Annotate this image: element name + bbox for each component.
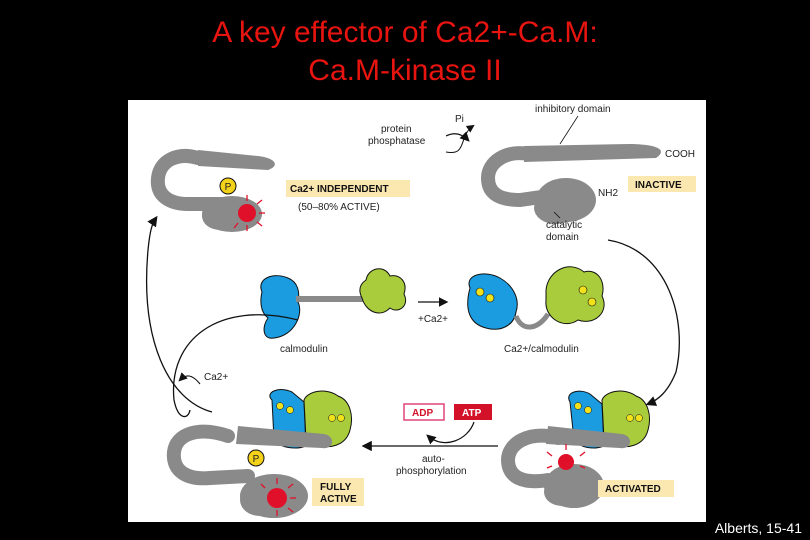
adp-box [403, 403, 445, 421]
activated-label: ACTIVATED [605, 484, 661, 495]
active-site-burst-icon [233, 195, 265, 231]
ca-calmodulin-label: Ca2+/calmodulin [504, 344, 579, 355]
phosphate-icon [247, 449, 265, 467]
phosphorylation-label: phosphorylation [396, 466, 467, 477]
active-site-burst-icon [260, 478, 296, 516]
atp-label: ATP [462, 408, 482, 419]
ca-release-label: Ca2+ [204, 372, 228, 383]
phosphate-label-2: P [253, 454, 260, 465]
calmodulin-label: calmodulin [280, 344, 328, 355]
calcium-ion-icon [587, 297, 597, 307]
kinase-fully-active: P [166, 389, 352, 518]
kinase-activated [500, 390, 650, 508]
calcium-ion-icon [475, 287, 485, 297]
active-label: ACTIVE [320, 494, 357, 505]
calmodulin-free [260, 268, 406, 339]
activated-box [598, 480, 674, 497]
plus-ca-label: +Ca2+ [418, 314, 448, 325]
auto-label: auto- [422, 454, 445, 465]
kinase-inactive [480, 144, 661, 224]
calcium-ion-icon [485, 293, 495, 303]
ca2-independent-label: Ca2+ INDEPENDENT [290, 184, 389, 195]
source-credit: Alberts, 15-41 [714, 520, 802, 536]
fully-label: FULLY [320, 482, 352, 493]
calmodulin-ca-bound [467, 266, 605, 330]
catalytic-label: catalytic [546, 220, 582, 231]
phosphate-label: P [225, 182, 232, 193]
kinase-independent: P [150, 149, 275, 232]
atp-to-adp-arrow [426, 421, 475, 445]
camkii-diagram: P Ca2+ INDEPENDENT (50–80% ACTIVE) prote… [128, 100, 706, 522]
percent-active-label: (50–80% ACTIVE) [298, 202, 380, 213]
inactive-box [628, 176, 696, 192]
title-line-1: A key effector of Ca2+-Ca.M: [212, 16, 598, 49]
pi-label: Pi [455, 114, 464, 125]
atp-box [454, 404, 492, 420]
title-line-2: Ca.M-kinase II [308, 54, 502, 87]
cooh-label: COOH [665, 149, 695, 160]
independent-box [286, 180, 410, 197]
domain-label: domain [546, 232, 579, 243]
phosphatase-arrow [445, 131, 470, 142]
phosphatase-label: phosphatase [368, 136, 426, 147]
inhibitory-domain-label: inhibitory domain [535, 104, 611, 115]
active-site-burst-icon [546, 444, 586, 470]
inactive-label: INACTIVE [635, 180, 682, 191]
slide-title: A key effector of Ca2+-Ca.M: Ca.M-kinase… [0, 14, 810, 90]
fully-active-box [312, 478, 364, 506]
ca-release-arc [172, 314, 299, 418]
phosphate-icon [219, 177, 237, 195]
adp-label: ADP [412, 408, 433, 419]
cycle-arrow-left [146, 215, 213, 413]
protein-label: protein [381, 124, 412, 135]
diagram-canvas: P Ca2+ INDEPENDENT (50–80% ACTIVE) prote… [146, 104, 696, 518]
calcium-ion-icon [578, 285, 588, 295]
nh2-label: NH2 [598, 188, 618, 199]
cycle-arrow-right [607, 239, 680, 406]
